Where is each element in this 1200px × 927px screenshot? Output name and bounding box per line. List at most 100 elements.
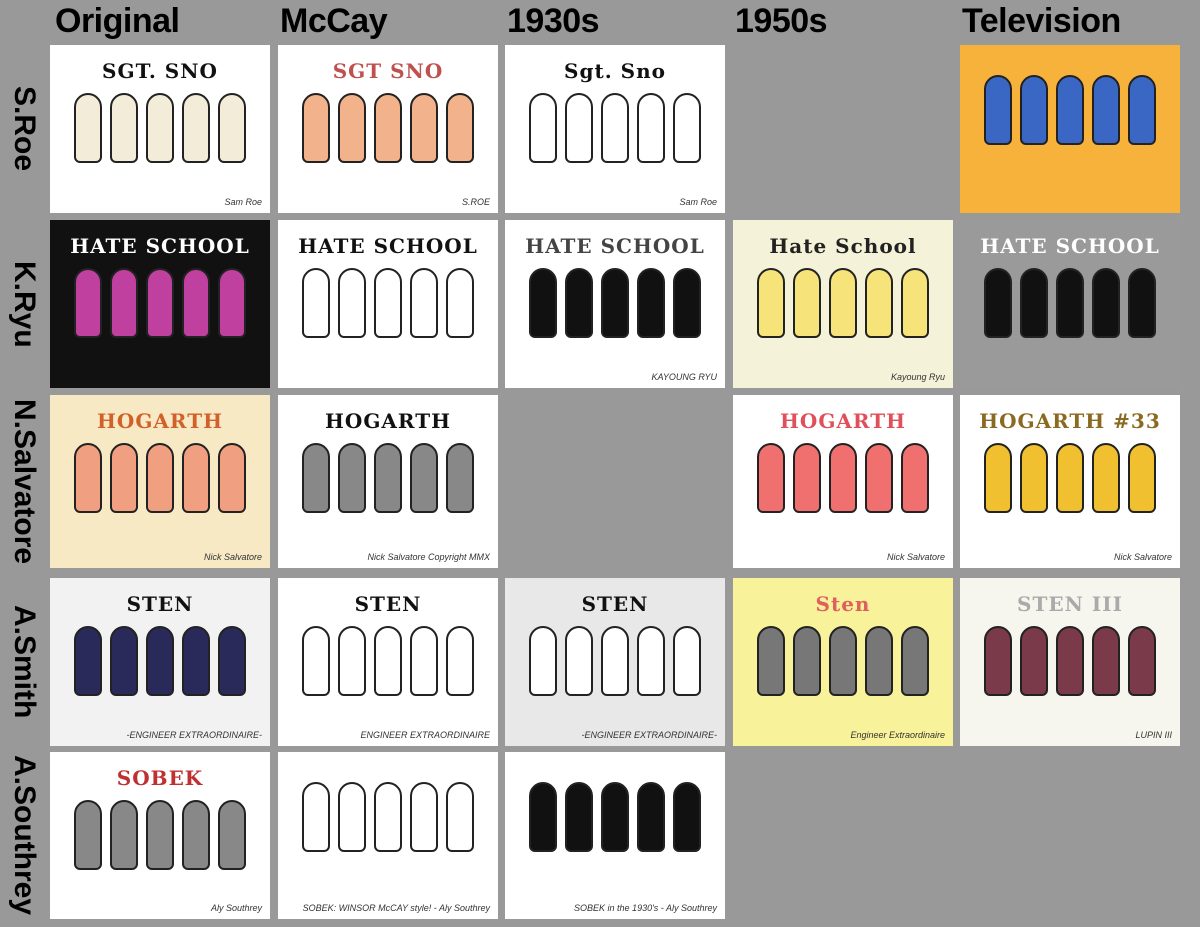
character-pose: [146, 800, 174, 870]
character-pose: [793, 626, 821, 696]
character-pose: [565, 626, 593, 696]
artwork-n-salvatore-1950s[interactable]: HOGARTH Nick Salvatore: [733, 395, 953, 568]
character-pose: [446, 626, 474, 696]
artwork-title: SOBEK: [116, 766, 204, 790]
artwork-caption: LUPIN III: [1135, 730, 1172, 740]
character-turnaround: [529, 626, 701, 696]
character-pose: [110, 626, 138, 696]
artwork-caption: Nick Salvatore: [1113, 552, 1172, 562]
artwork-title: HOGARTH #33: [979, 409, 1161, 433]
character-turnaround: [529, 93, 701, 163]
character-turnaround: [757, 268, 929, 338]
character-pose: [1020, 443, 1048, 513]
character-pose: [446, 93, 474, 163]
artwork-title: Hate School: [769, 234, 917, 258]
artwork-title: HOGARTH: [97, 409, 223, 433]
character-pose: [110, 443, 138, 513]
artwork-s-roe-television[interactable]: [960, 45, 1180, 213]
character-pose: [865, 443, 893, 513]
artwork-caption: Kayoung Ryu: [890, 372, 945, 382]
character-pose: [302, 782, 330, 852]
character-pose: [984, 75, 1012, 145]
character-pose: [601, 93, 629, 163]
character-turnaround: [74, 93, 246, 163]
artwork-a-southrey-mccay[interactable]: SOBEK: WINSOR McCAY style! - Aly Southre…: [278, 752, 498, 919]
artwork-k-ryu-mccay[interactable]: HATE SCHOOL: [278, 220, 498, 388]
character-pose: [1056, 626, 1084, 696]
character-pose: [74, 626, 102, 696]
character-pose: [984, 626, 1012, 696]
character-pose: [182, 93, 210, 163]
artwork-a-smith-mccay[interactable]: STEN ENGINEER EXTRAORDINAIRE: [278, 578, 498, 746]
character-pose: [637, 626, 665, 696]
character-pose: [529, 268, 557, 338]
character-pose: [182, 626, 210, 696]
artwork-k-ryu-original[interactable]: HATE SCHOOL: [50, 220, 270, 388]
artwork-caption: SOBEK: WINSOR McCAY style! - Aly Southre…: [302, 903, 490, 913]
character-pose: [446, 268, 474, 338]
artwork-a-smith-television[interactable]: STEN III LUPIN III: [960, 578, 1180, 746]
character-pose: [338, 782, 366, 852]
artwork-caption: Engineer Extraordinaire: [850, 730, 945, 740]
artwork-k-ryu-television[interactable]: HATE SCHOOL: [960, 220, 1180, 388]
artwork-caption: Nick Salvatore Copyright MMX: [367, 552, 490, 562]
artwork-title: SGT SNO: [332, 59, 444, 83]
artwork-title: HATE SCHOOL: [70, 234, 250, 258]
character-pose: [1128, 626, 1156, 696]
character-turnaround: [74, 443, 246, 513]
artwork-caption: Nick Salvatore: [886, 552, 945, 562]
character-pose: [637, 93, 665, 163]
character-turnaround: [302, 782, 474, 852]
column-header-original: Original: [55, 2, 180, 40]
artwork-title: STEN III: [1017, 592, 1123, 616]
artwork-caption: Sam Roe: [679, 197, 717, 207]
character-pose: [218, 800, 246, 870]
artwork-a-smith-1930s[interactable]: STEN-ENGINEER EXTRAORDINAIRE-: [505, 578, 725, 746]
row-label: S.Roe: [4, 45, 44, 213]
character-pose: [218, 443, 246, 513]
character-turnaround: [302, 268, 474, 338]
artwork-title: HOGARTH: [780, 409, 906, 433]
artist-name: A.Smith: [8, 605, 41, 719]
artwork-a-smith-original[interactable]: STEN-ENGINEER EXTRAORDINAIRE-: [50, 578, 270, 746]
artwork-caption: Sam Roe: [224, 197, 262, 207]
character-pose: [74, 93, 102, 163]
column-header-1930s: 1930s: [507, 2, 600, 40]
character-pose: [1056, 443, 1084, 513]
character-pose: [829, 268, 857, 338]
character-pose: [374, 626, 402, 696]
artwork-caption: ENGINEER EXTRAORDINAIRE: [360, 730, 490, 740]
character-pose: [1020, 75, 1048, 145]
character-pose: [338, 443, 366, 513]
artist-name: K.Ryu: [8, 260, 41, 348]
character-pose: [182, 800, 210, 870]
character-turnaround: [74, 268, 246, 338]
character-pose: [865, 268, 893, 338]
character-pose: [829, 443, 857, 513]
character-pose: [829, 626, 857, 696]
character-pose: [637, 782, 665, 852]
artwork-title: HATE SCHOOL: [298, 234, 478, 258]
character-pose: [146, 93, 174, 163]
artwork-title: STEN: [354, 592, 422, 616]
character-pose: [901, 443, 929, 513]
character-pose: [637, 268, 665, 338]
character-pose: [1056, 268, 1084, 338]
artwork-title: Sten: [815, 592, 871, 616]
character-turnaround: [984, 268, 1156, 338]
character-pose: [1128, 75, 1156, 145]
character-pose: [374, 93, 402, 163]
character-pose: [338, 626, 366, 696]
artwork-a-southrey-1930s[interactable]: SOBEK in the 1930's - Aly Southrey: [505, 752, 725, 919]
character-pose: [984, 268, 1012, 338]
